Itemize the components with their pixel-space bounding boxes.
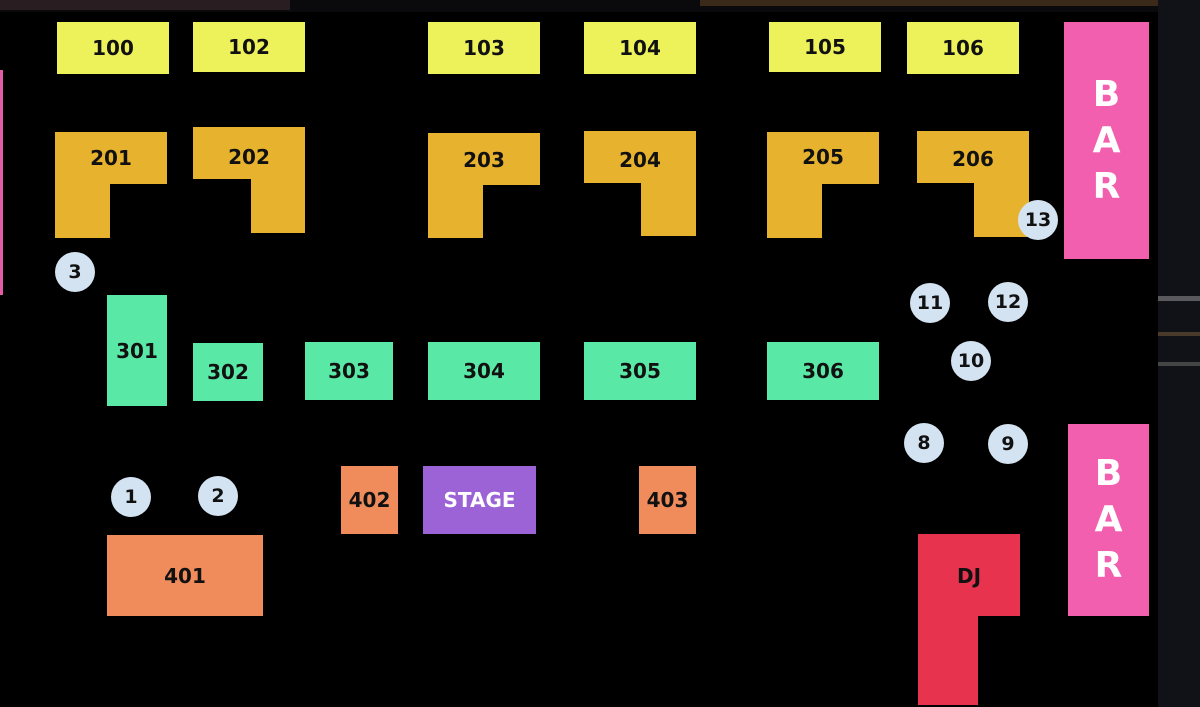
table-302[interactable]: 302 <box>193 343 263 401</box>
booth-203[interactable]: 203 <box>428 133 540 238</box>
standing-11[interactable]: 11 <box>910 283 950 323</box>
background-trim <box>700 0 1160 6</box>
booth-label: 205 <box>802 145 844 169</box>
standing-1[interactable]: 1 <box>111 477 151 517</box>
standing-9[interactable]: 9 <box>988 424 1028 464</box>
booth-leg <box>251 127 305 233</box>
table-303[interactable]: 303 <box>305 342 393 400</box>
background-trim <box>1158 362 1200 366</box>
table-105[interactable]: 105 <box>769 22 881 72</box>
booth-206[interactable]: 206 <box>917 131 1029 237</box>
table-104[interactable]: 104 <box>584 22 696 74</box>
table-106[interactable]: 106 <box>907 22 1019 74</box>
table-306[interactable]: 306 <box>767 342 879 400</box>
bar-letter: R <box>1094 545 1123 586</box>
booth-201[interactable]: 201 <box>55 132 167 238</box>
stage: STAGE <box>423 466 536 534</box>
dj-leg <box>918 534 978 705</box>
standing-13[interactable]: 13 <box>1018 200 1058 240</box>
bar-letter: B <box>1092 73 1121 115</box>
table-301[interactable]: 301 <box>107 295 167 406</box>
booth-label: 202 <box>228 145 270 169</box>
table-103[interactable]: 103 <box>428 22 540 74</box>
bar-letter: B <box>1094 453 1123 494</box>
booth-202[interactable]: 202 <box>193 127 305 233</box>
bar-letter: A <box>1094 499 1123 540</box>
booth-leg <box>428 133 483 238</box>
table-100[interactable]: 100 <box>57 22 169 74</box>
dj-label: DJ <box>956 564 982 588</box>
background-trim <box>0 70 3 295</box>
table-401[interactable]: 401 <box>107 535 263 616</box>
booth-label: 203 <box>463 148 505 172</box>
booth-label: 206 <box>952 147 994 171</box>
table-304[interactable]: 304 <box>428 342 540 400</box>
booth-label: 201 <box>90 146 132 170</box>
booth-204[interactable]: 204 <box>584 131 696 236</box>
background-trim <box>1158 332 1200 336</box>
table-402[interactable]: 402 <box>341 466 398 534</box>
booth-leg <box>641 131 696 236</box>
booth-label: 204 <box>619 148 661 172</box>
standing-2[interactable]: 2 <box>198 476 238 516</box>
booth-leg <box>767 132 822 238</box>
booth-205[interactable]: 205 <box>767 132 879 238</box>
standing-3[interactable]: 3 <box>55 252 95 292</box>
dj-booth: DJ <box>918 534 1020 705</box>
background-trim <box>0 0 290 10</box>
background-trim <box>1158 296 1200 301</box>
standing-10[interactable]: 10 <box>951 341 991 381</box>
bar-top: B A R <box>1064 22 1149 259</box>
bar-letter: R <box>1092 165 1121 207</box>
bar-bottom: B A R <box>1068 424 1149 616</box>
background-trim <box>1158 0 1200 707</box>
standing-12[interactable]: 12 <box>988 282 1028 322</box>
standing-8[interactable]: 8 <box>904 423 944 463</box>
table-305[interactable]: 305 <box>584 342 696 400</box>
booth-leg <box>55 132 110 238</box>
bar-letter: A <box>1092 119 1121 161</box>
table-403[interactable]: 403 <box>639 466 696 534</box>
table-102[interactable]: 102 <box>193 22 305 72</box>
